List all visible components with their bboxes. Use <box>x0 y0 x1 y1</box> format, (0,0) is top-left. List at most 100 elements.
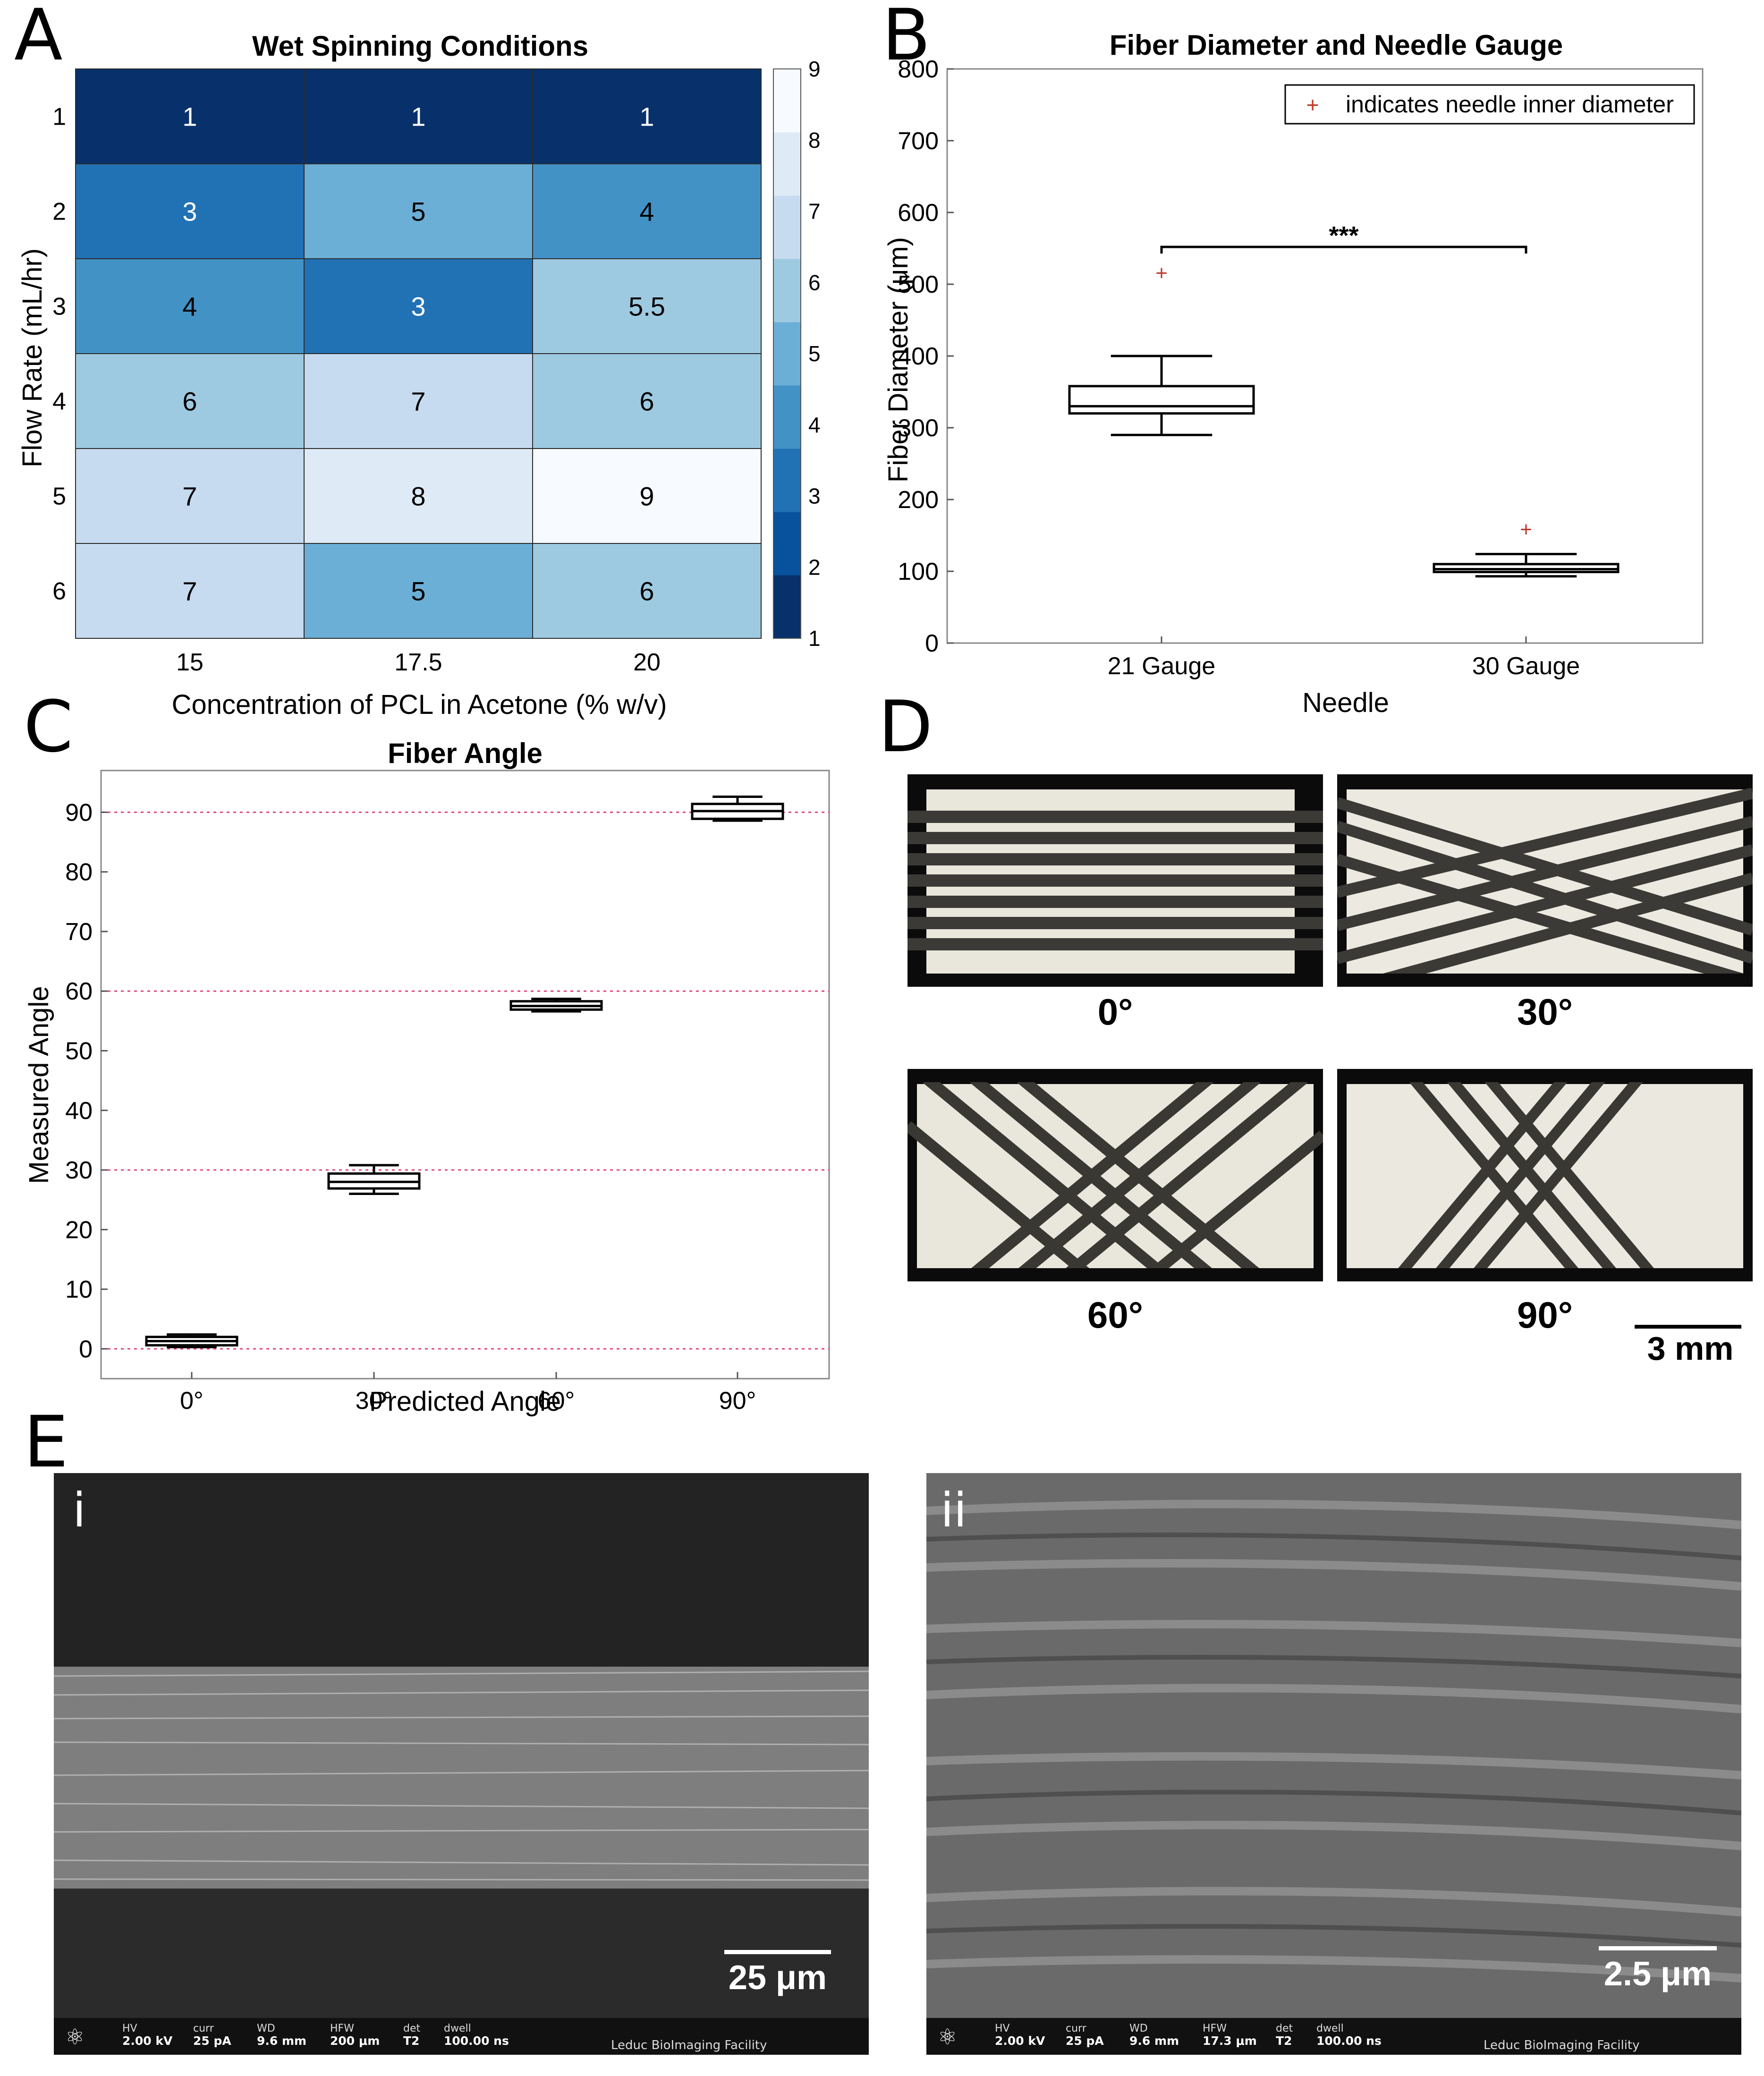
photo-label-0: 0° <box>1097 991 1133 1033</box>
panel-label-a: A <box>14 0 63 76</box>
box-plot-item <box>509 998 603 1013</box>
photo-scale-bar <box>1635 1325 1741 1329</box>
panel-label-e: E <box>24 1401 68 1483</box>
panel-label-c: C <box>24 686 73 768</box>
diameter-y-tick: 600 <box>898 199 939 227</box>
photo-0-degree <box>907 774 1323 987</box>
heatmap-cell-value: 4 <box>182 292 197 322</box>
diameter-y-tick: 200 <box>898 486 939 514</box>
photo-scale-label: 3 mm <box>1647 1330 1734 1367</box>
angle-y-tick: 10 <box>65 1276 93 1304</box>
angle-y-tick: 70 <box>65 918 93 946</box>
needle-diameter-marker: + <box>1520 518 1532 541</box>
diameter-y-tick: 0 <box>925 630 939 657</box>
angle-y-tick: 50 <box>65 1037 93 1065</box>
heatmap-cell <box>75 163 305 259</box>
angle-y-tick: 80 <box>65 859 93 886</box>
angle-y-tick: 90 <box>65 799 93 826</box>
heatmap-xlabel: Concentration of PCL in Acetone (% w/v) <box>172 689 667 720</box>
heatmap-cell-value: 6 <box>639 387 654 416</box>
heatmap-cell-value: 1 <box>411 102 425 132</box>
photo-label-30: 30° <box>1517 991 1573 1033</box>
diameter-xlabel: Needle <box>1302 687 1389 718</box>
heatmap-cell <box>532 68 762 164</box>
heatmap-cell <box>304 163 533 259</box>
heatmap-cell-value: 3 <box>411 292 425 322</box>
colorbar-tick: 3 <box>808 484 821 508</box>
heatmap-cell <box>532 448 762 544</box>
angle-y-tick: 0 <box>79 1336 93 1363</box>
colorbar-step <box>773 575 801 639</box>
heatmap-cell-value: 9 <box>639 482 654 511</box>
colorbar-step <box>773 69 801 133</box>
sem-atom-icon: ⚛ <box>938 2024 958 2050</box>
sem-atom-icon: ⚛ <box>65 2024 85 2050</box>
photo-label-90: 90° <box>1517 1294 1573 1336</box>
colorbar-tick: 4 <box>808 413 821 437</box>
box-plot-item <box>327 1164 421 1195</box>
diameter-y-tick: 300 <box>898 415 939 442</box>
significance-bracket: *** <box>1160 221 1527 254</box>
sem-sublabel-i: i <box>73 1483 86 1538</box>
significance-stars: *** <box>1329 221 1358 250</box>
legend-marker-plus: + <box>1306 93 1319 117</box>
heatmap-y-tick: 4 <box>52 388 66 415</box>
heatmap-cell-value: 7 <box>182 482 197 511</box>
colorbar-step <box>773 512 801 576</box>
diameter-y-tick: 800 <box>898 56 939 83</box>
heatmap-cell <box>532 258 762 354</box>
colorbar-step <box>773 322 801 386</box>
diameter-y-tick: 700 <box>898 127 939 155</box>
angle-title: Fiber Angle <box>388 737 543 769</box>
angle-x-tick: 0° <box>180 1387 204 1415</box>
fiber-diameter-chart: Fiber Diameter and Needle Gauge 01002003… <box>883 29 1704 718</box>
diameter-x-tick: 21 Gauge <box>1108 652 1215 680</box>
heatmap-cell-value: 5.5 <box>628 292 665 322</box>
heatmap-ylabel: Flow Rate (mL/hr) <box>17 248 48 467</box>
heatmap-cell-value: 6 <box>182 387 197 416</box>
colorbar-tick: 5 <box>808 341 821 366</box>
panel-label-d: D <box>878 686 933 768</box>
sem-scale-bar-i <box>724 1950 831 1954</box>
heatmap-cell <box>532 163 762 259</box>
colorbar-tick: 1 <box>808 626 821 651</box>
heatmap-cell <box>75 448 305 544</box>
needle-diameter-marker: + <box>1155 262 1168 285</box>
angle-x-tick: 90° <box>719 1387 756 1415</box>
heatmap-cell <box>304 258 533 354</box>
diameter-y-tick: 100 <box>898 558 939 585</box>
heatmap-y-tick: 5 <box>52 483 66 510</box>
heatmap-x-tick: 15 <box>176 649 204 676</box>
angle-plot-frame <box>100 770 830 1380</box>
heatmap-cell <box>75 258 305 354</box>
legend-entry: indicates needle inner diameter <box>1346 91 1674 118</box>
colorbar-tick: 9 <box>808 57 821 81</box>
angle-x-tick: 60° <box>538 1387 575 1415</box>
photo-label-60: 60° <box>1087 1294 1143 1336</box>
colorbar-tick: 7 <box>808 199 821 224</box>
sem-facility-ii: Leduc BioImaging Facility <box>1484 2038 1640 2052</box>
diameter-y-tick: 400 <box>898 343 939 370</box>
angle-y-tick: 30 <box>65 1157 93 1184</box>
heatmap-cell <box>532 543 762 639</box>
colorbar-tick: 6 <box>808 270 821 295</box>
colorbar-step <box>773 132 801 196</box>
photo-60-degree <box>907 1069 1323 1281</box>
box-plot-item <box>691 796 784 822</box>
heatmap-y-tick: 6 <box>52 578 66 605</box>
angle-ylabel: Measured Angle <box>24 986 54 1184</box>
colorbar-step <box>773 195 801 259</box>
heatmap-cell <box>75 68 305 164</box>
heatmap-x-tick: 20 <box>633 649 661 676</box>
colorbar-step <box>773 449 801 512</box>
angle-y-tick: 20 <box>65 1216 93 1244</box>
heatmap-cell <box>304 448 533 544</box>
box-plot-item <box>145 1333 238 1348</box>
angle-xlabel: Predicted Angle <box>369 1386 561 1417</box>
heatmap-cell-value: 7 <box>182 576 197 606</box>
heatmap-y-tick: 3 <box>52 293 66 321</box>
heatmap-y-tick: 2 <box>52 198 66 226</box>
diameter-ylabel: Fiber Diameter (μm) <box>883 237 914 483</box>
